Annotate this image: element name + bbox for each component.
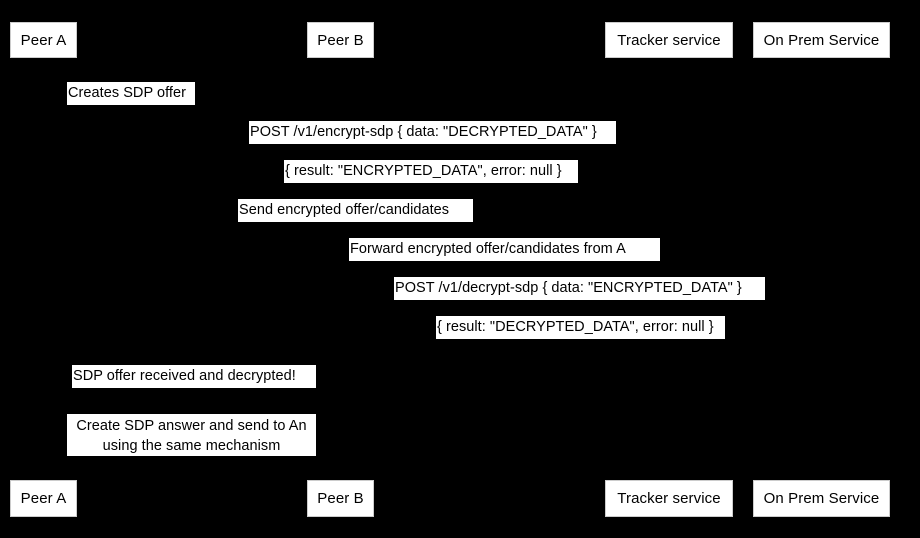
create-sdp-answer-line-1: Create SDP answer and send to An	[76, 418, 307, 434]
participant-box-on-prem-service-bottom[interactable]: On Prem Service	[753, 480, 890, 517]
message-label-create-sdp-answer: Create SDP answer and send to An using t…	[67, 414, 316, 456]
lifeline-tracker-service	[669, 58, 670, 480]
message-label-sdp-offer-received: SDP offer received and decrypted!	[72, 365, 316, 388]
lifeline-on-prem-service	[821, 58, 822, 480]
lifeline-peer-a	[43, 58, 44, 480]
message-label-post-encrypt-sdp: POST /v1/encrypt-sdp { data: "DECRYPTED_…	[249, 121, 616, 144]
participant-label-peer-b-top: Peer B	[317, 31, 364, 49]
participant-label-peer-a-top: Peer A	[20, 31, 67, 49]
participant-label-on-prem-service-bottom: On Prem Service	[763, 490, 880, 507]
participant-label-peer-b-bottom: Peer B	[317, 490, 364, 507]
message-label-forward-encrypted-offer: Forward encrypted offer/candidates from …	[349, 238, 660, 261]
message-label-creates-sdp-offer: Creates SDP offer	[67, 82, 195, 105]
message-label-decrypt-sdp-result: { result: "DECRYPTED_DATA", error: null …	[436, 316, 725, 339]
participant-box-peer-b-bottom[interactable]: Peer B	[307, 480, 374, 517]
create-sdp-answer-line-2: using the same mechanism	[102, 438, 281, 454]
participant-box-tracker-service-top[interactable]: Tracker service	[605, 22, 733, 58]
participant-label-tracker-service-top: Tracker service	[617, 31, 721, 49]
participant-box-peer-b-top[interactable]: Peer B	[307, 22, 374, 58]
message-label-post-decrypt-sdp: POST /v1/decrypt-sdp { data: "ENCRYPTED_…	[394, 277, 765, 300]
participant-box-tracker-service-bottom[interactable]: Tracker service	[605, 480, 733, 517]
participant-box-peer-a-bottom[interactable]: Peer A	[10, 480, 77, 517]
participant-box-on-prem-service-top[interactable]: On Prem Service	[753, 22, 890, 58]
participant-label-on-prem-service-top: On Prem Service	[763, 31, 880, 49]
participant-label-tracker-service-bottom: Tracker service	[617, 490, 721, 507]
message-label-encrypt-sdp-result: { result: "ENCRYPTED_DATA", error: null …	[284, 160, 578, 183]
participant-label-peer-a-bottom: Peer A	[20, 490, 67, 507]
message-label-send-encrypted-offer: Send encrypted offer/candidates	[238, 199, 473, 222]
participant-box-peer-a-top[interactable]: Peer A	[10, 22, 77, 58]
lifeline-peer-b	[340, 58, 341, 480]
